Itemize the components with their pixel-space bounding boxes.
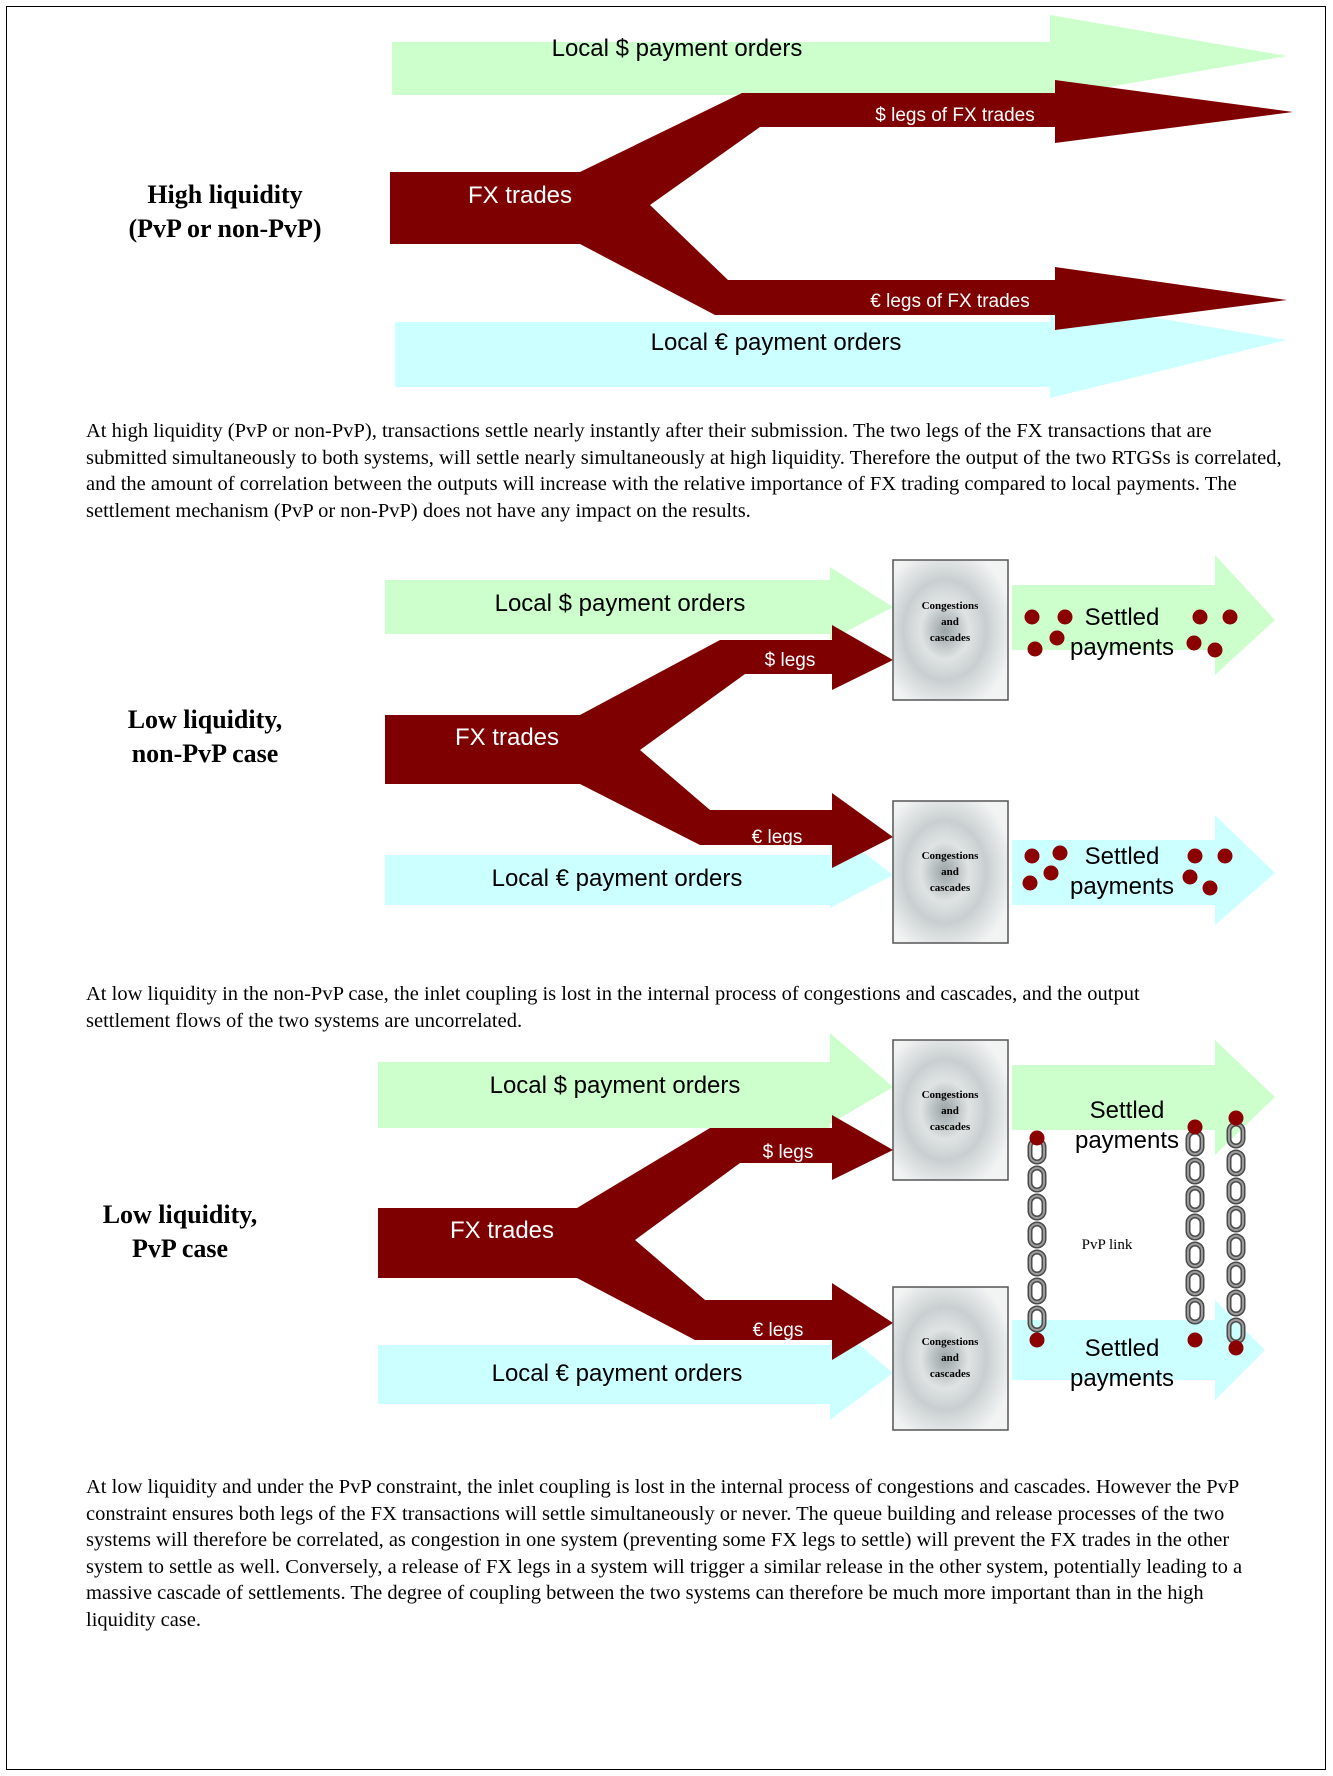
- local-usd-arrow: [392, 15, 1287, 97]
- side-label-line2: (PvP or non-PvP): [128, 214, 322, 243]
- box-line1: Congestions: [922, 850, 980, 862]
- panel-low-liquidity-non-pvp: Congestions and cascades Congestions and…: [385, 555, 1275, 944]
- local-eur-label: Local € payment orders: [651, 329, 902, 356]
- settled-eur-arrow: [1012, 815, 1275, 925]
- pvp-chain-left: [1030, 1140, 1044, 1330]
- settled-eur-line1: Settled: [1085, 1335, 1160, 1362]
- settled-usd-line2: payments: [1070, 634, 1174, 661]
- box-line1: Congestions: [922, 600, 980, 612]
- settled-eur-line2: payments: [1070, 873, 1174, 900]
- box-line1: Congestions: [922, 1089, 980, 1101]
- fx-trades-flow: [378, 1115, 893, 1360]
- usd-legs-label: $ legs: [765, 650, 816, 671]
- local-usd-label: Local $ payment orders: [552, 35, 803, 62]
- panel-low-liquidity-pvp: Congestions and cascades Congestions and…: [378, 1033, 1275, 1431]
- panel-high-liquidity: Local $ payment orders FX trades $ legs …: [390, 15, 1293, 398]
- local-eur-arrow: [385, 827, 893, 908]
- local-usd-arrow: [385, 567, 893, 640]
- usd-legs-label: $ legs of FX trades: [875, 105, 1034, 126]
- settled-usd-arrow: [1012, 555, 1275, 675]
- paragraph-pvp: At low liquidity and under the PvP const…: [86, 1476, 1243, 1631]
- fx-trades-label: FX trades: [450, 1217, 554, 1244]
- side-label-line2: non-PvP case: [131, 739, 279, 768]
- settled-eur-arrow: [1012, 1300, 1265, 1400]
- page-frame: [6, 6, 1326, 1770]
- local-usd-label: Local $ payment orders: [490, 1072, 741, 1099]
- side-label-pvp: Low liquidity, PvP case: [45, 1198, 315, 1266]
- pvp-link-label: PvP link: [1082, 1237, 1133, 1253]
- pvp-chain-middle: [1188, 1132, 1202, 1322]
- congestion-box-usd: Congestions and cascades: [892, 1039, 1009, 1181]
- eur-legs-label: € legs: [752, 827, 803, 848]
- side-label-high-liquidity: High liquidity (PvP or non-PvP): [90, 178, 360, 246]
- side-label-line1: High liquidity: [147, 180, 303, 209]
- settled-dots-eur: [1022, 845, 1233, 896]
- settled-usd-line2: payments: [1075, 1127, 1179, 1154]
- box-line1: Congestions: [922, 1336, 980, 1348]
- pvp-chain-right: [1229, 1124, 1243, 1342]
- eur-legs-label: € legs of FX trades: [870, 291, 1029, 312]
- local-eur-label: Local € payment orders: [492, 1360, 743, 1387]
- local-usd-label: Local $ payment orders: [495, 590, 746, 617]
- congestion-box-eur: Congestions and cascades: [892, 1286, 1009, 1431]
- settled-eur-line1: Settled: [1085, 843, 1160, 870]
- eur-legs-label: € legs: [753, 1320, 804, 1341]
- box-line2: and: [941, 1352, 959, 1364]
- chain-end-dots: [1029, 1110, 1244, 1356]
- congestion-box-eur: Congestions and cascades: [892, 800, 1009, 944]
- settled-usd-arrow: [1012, 1040, 1275, 1155]
- box-line3: cascades: [930, 1121, 971, 1133]
- box-line2: and: [941, 616, 959, 628]
- local-eur-arrow: [378, 1320, 893, 1420]
- side-label-non-pvp: Low liquidity, non-PvP case: [70, 703, 340, 771]
- paragraph-high-liquidity: At high liquidity (PvP or non-PvP), tran…: [86, 420, 1282, 522]
- box-line2: and: [941, 866, 959, 878]
- settled-eur-line2: payments: [1070, 1365, 1174, 1392]
- fx-trades-label: FX trades: [468, 182, 572, 209]
- settled-usd-line1: Settled: [1090, 1097, 1165, 1124]
- side-label-line1: Low liquidity,: [127, 705, 283, 734]
- congestion-box-usd: Congestions and cascades: [892, 559, 1009, 701]
- paragraph-non-pvp: At low liquidity in the non-PvP case, th…: [86, 983, 1140, 1032]
- fx-trades-label: FX trades: [455, 724, 559, 751]
- box-line3: cascades: [930, 1368, 971, 1380]
- box-line2: and: [941, 1105, 959, 1117]
- fx-trades-flow: [385, 625, 893, 868]
- settled-usd-line1: Settled: [1085, 604, 1160, 631]
- fx-trades-flow: [390, 80, 1293, 330]
- settled-dots-usd: [1024, 609, 1238, 658]
- usd-legs-label: $ legs: [763, 1142, 814, 1163]
- side-label-line2: PvP case: [131, 1234, 229, 1263]
- side-label-line1: Low liquidity,: [102, 1200, 258, 1229]
- local-usd-arrow: [378, 1033, 893, 1128]
- local-eur-label: Local € payment orders: [492, 865, 743, 892]
- box-line3: cascades: [930, 882, 971, 894]
- box-line3: cascades: [930, 632, 971, 644]
